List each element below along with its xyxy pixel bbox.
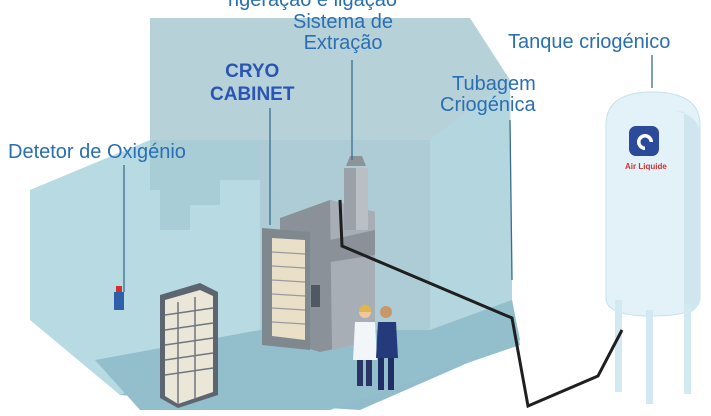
cryogenic-tank — [605, 91, 701, 404]
piping-label-line1: Tubagem — [452, 73, 536, 95]
cryogenic-pipe — [338, 199, 624, 409]
top-partial-label: rigeração e ligação — [228, 0, 397, 11]
technician-figure-1 — [353, 304, 377, 386]
oxygen-detector-device — [114, 292, 124, 310]
oxygen-detector-label: Detetor de Oxigénio — [8, 141, 186, 163]
extraction-label-line1: Sistema de — [293, 11, 394, 33]
cryo-cabinet-label: CRYO CABINET — [210, 60, 294, 106]
extraction-system-label: Sistema de Extração — [293, 12, 393, 54]
storage-rack — [160, 283, 218, 408]
air-liquide-brand: Air Liquide — [625, 162, 667, 171]
cryogenic-tank-label: Tanque criogénico — [508, 31, 671, 53]
extraction-chimney — [344, 156, 368, 230]
piping-label-line2: Criogénica — [440, 94, 536, 116]
room-right-wall — [430, 80, 512, 330]
extraction-label-line2: Extração — [303, 32, 383, 54]
leader-piping — [509, 119, 513, 281]
room-ceiling — [150, 18, 510, 140]
cryogenic-piping-label: Tubagem Criogénica — [440, 73, 536, 116]
room-stair-shadow — [150, 140, 260, 230]
cryo-cabinet-line2: CABINET — [210, 84, 295, 105]
technician-figure-2 — [376, 306, 398, 390]
cryo-cabinet-line1: CRYO — [225, 61, 280, 82]
